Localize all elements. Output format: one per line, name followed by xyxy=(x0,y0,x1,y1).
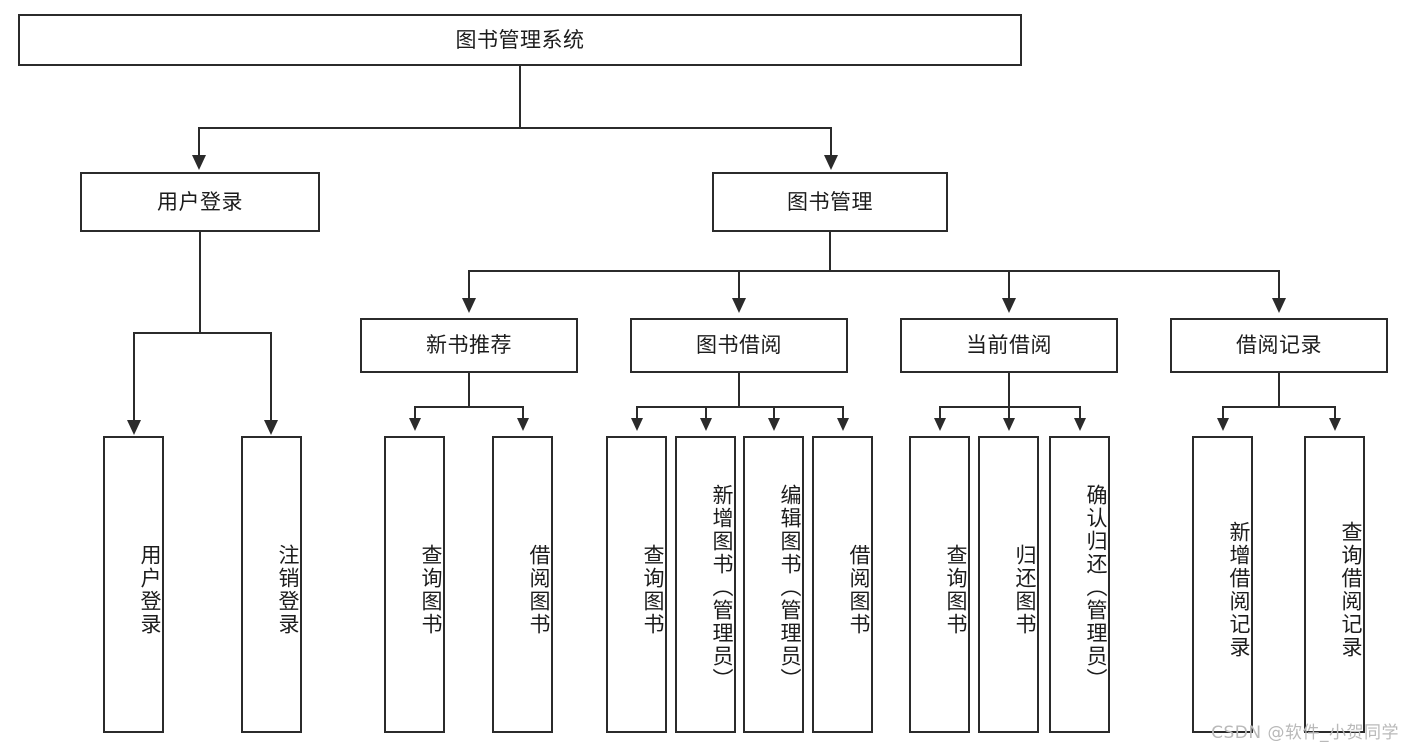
connector-borrow-to-leaf2 xyxy=(705,406,707,418)
connector-records-to-leaf2 xyxy=(1334,406,1336,418)
leaf-current-return-book[interactable]: 归还图书 xyxy=(978,436,1039,733)
connector-login-bus xyxy=(133,332,271,334)
leaf-borrow-add-book-admin[interactable]: 新增图书（管理员） xyxy=(675,436,736,733)
connector-current-bus xyxy=(939,406,1081,408)
arrowhead-current-leaf1 xyxy=(934,418,946,431)
connector-borrow-to-leaf1 xyxy=(636,406,638,418)
connector-login-to-leaf1 xyxy=(133,332,135,420)
connector-borrow-to-leaf4 xyxy=(842,406,844,418)
connector-newbook-bus xyxy=(414,406,524,408)
connector-root-stem xyxy=(519,66,521,128)
connector-borrow-stem xyxy=(738,373,740,407)
leaf-logout[interactable]: 注销登录 xyxy=(241,436,302,733)
node-borrow-records[interactable]: 借阅记录 xyxy=(1170,318,1388,373)
node-root-system[interactable]: 图书管理系统 xyxy=(18,14,1022,66)
arrowhead-current-leaf3 xyxy=(1074,418,1086,431)
connector-manage-to-records xyxy=(1278,270,1280,298)
arrowhead-borrow-leaf2 xyxy=(700,418,712,431)
connector-root-to-login xyxy=(198,127,200,155)
leaf-records-query-record[interactable]: 查询借阅记录 xyxy=(1304,436,1365,733)
connector-current-stem xyxy=(1008,373,1010,407)
connector-login-stem xyxy=(199,232,201,333)
connector-root-to-manage xyxy=(830,127,832,155)
arrowhead-newbook-leaf2 xyxy=(517,418,529,431)
leaf-newbook-borrow-book[interactable]: 借阅图书 xyxy=(492,436,553,733)
watermark-text: CSDN @软件_小贺同学 xyxy=(1211,723,1399,743)
arrowhead-borrow-leaf3 xyxy=(768,418,780,431)
arrowhead-manage-borrow xyxy=(732,298,746,313)
arrowhead-manage-current xyxy=(1002,298,1016,313)
arrowhead-records-leaf2 xyxy=(1329,418,1341,431)
node-new-book-recommend[interactable]: 新书推荐 xyxy=(360,318,578,373)
arrowhead-login-leaf2 xyxy=(264,420,278,435)
connector-newbook-stem xyxy=(468,373,470,407)
connector-manage-stem xyxy=(829,232,831,271)
connector-manage-bus xyxy=(468,270,1278,272)
connector-current-to-leaf2 xyxy=(1008,406,1010,418)
node-book-borrow[interactable]: 图书借阅 xyxy=(630,318,848,373)
arrowhead-root-to-login xyxy=(192,155,206,170)
arrowhead-login-leaf1 xyxy=(127,420,141,435)
connector-newbook-to-leaf1 xyxy=(414,406,416,418)
connector-records-to-leaf1 xyxy=(1222,406,1224,418)
connector-borrow-to-leaf3 xyxy=(773,406,775,418)
arrowhead-borrow-leaf1 xyxy=(631,418,643,431)
connector-current-to-leaf3 xyxy=(1079,406,1081,418)
connector-borrow-bus xyxy=(636,406,844,408)
node-user-login[interactable]: 用户登录 xyxy=(80,172,320,232)
connector-current-to-leaf1 xyxy=(939,406,941,418)
leaf-borrow-borrow-book[interactable]: 借阅图书 xyxy=(812,436,873,733)
connector-manage-to-borrow xyxy=(738,270,740,298)
arrowhead-root-to-manage xyxy=(824,155,838,170)
arrowhead-records-leaf1 xyxy=(1217,418,1229,431)
leaf-user-login[interactable]: 用户登录 xyxy=(103,436,164,733)
arrowhead-current-leaf2 xyxy=(1003,418,1015,431)
connector-manage-to-current xyxy=(1008,270,1010,298)
leaf-current-query-book[interactable]: 查询图书 xyxy=(909,436,970,733)
connector-records-stem xyxy=(1278,373,1280,407)
leaf-newbook-query-book[interactable]: 查询图书 xyxy=(384,436,445,733)
connector-newbook-to-leaf2 xyxy=(522,406,524,418)
node-current-borrow[interactable]: 当前借阅 xyxy=(900,318,1118,373)
arrowhead-manage-records xyxy=(1272,298,1286,313)
connector-login-to-leaf2 xyxy=(270,332,272,420)
arrowhead-manage-newbook xyxy=(462,298,476,313)
leaf-records-add-record[interactable]: 新增借阅记录 xyxy=(1192,436,1253,733)
leaf-current-confirm-return-admin[interactable]: 确认归还（管理员） xyxy=(1049,436,1110,733)
arrowhead-borrow-leaf4 xyxy=(837,418,849,431)
leaf-borrow-query-book[interactable]: 查询图书 xyxy=(606,436,667,733)
leaf-borrow-edit-book-admin[interactable]: 编辑图书（管理员） xyxy=(743,436,804,733)
arrowhead-newbook-leaf1 xyxy=(409,418,421,431)
connector-records-bus xyxy=(1222,406,1336,408)
node-book-management[interactable]: 图书管理 xyxy=(712,172,948,232)
connector-manage-to-newbook xyxy=(468,270,470,298)
connector-root-bus xyxy=(198,127,832,129)
